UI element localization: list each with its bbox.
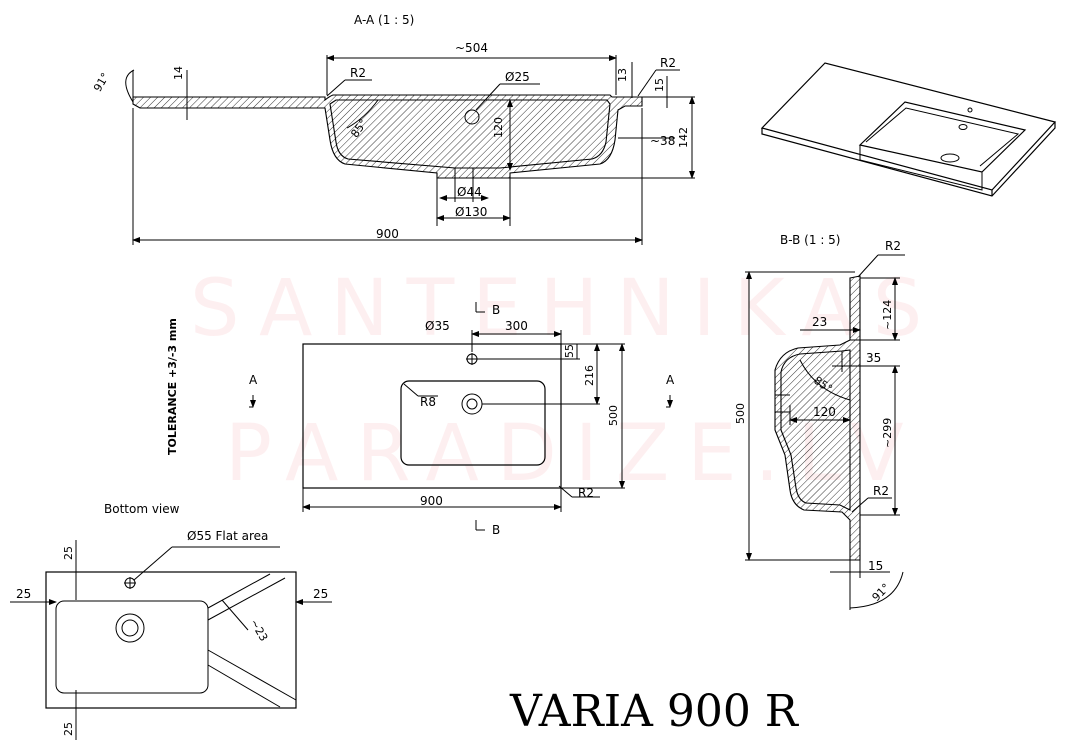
- dim-r2-top: R2: [578, 486, 594, 500]
- dim-15-bb: 15: [868, 559, 883, 573]
- dim-d44: Ø44: [457, 185, 482, 199]
- isometric-view: [760, 62, 1057, 197]
- section-aa: A-A (1 : 5) ~504 R2 Ø25 13 R2 15 14: [91, 13, 695, 245]
- dim-216: 216: [583, 365, 596, 386]
- dim-35-bb: 35: [866, 351, 881, 365]
- dim-r8: R8: [420, 395, 436, 409]
- dim-91-bb: 91°: [870, 581, 893, 604]
- bottom-view-basin: [55, 600, 209, 694]
- dim-r2-bb-top: R2: [885, 239, 901, 253]
- marker-b-bottom: B: [492, 523, 500, 537]
- dim-d25: Ø25: [505, 70, 530, 84]
- dim-d130: Ø130: [455, 205, 487, 219]
- dim-25-top: 25: [62, 546, 75, 560]
- bottom-view-drain-inner: [121, 619, 139, 637]
- overflow-hole: [464, 109, 480, 125]
- dim-r2-right: R2: [660, 56, 676, 70]
- dim-299: ~299: [881, 418, 894, 448]
- dim-23-bb: 23: [812, 315, 827, 329]
- dim-r2-left: R2: [350, 66, 366, 80]
- marker-a-left: A: [249, 373, 258, 387]
- dim-300: 300: [505, 319, 528, 333]
- section-aa-profile: [132, 94, 643, 179]
- dim-124: ~124: [881, 300, 894, 330]
- dim-504: ~504: [455, 41, 488, 55]
- section-bb-label: B-B (1 : 5): [780, 233, 841, 247]
- dim-120-aa: 120: [492, 117, 505, 138]
- dim-91-left: 91°: [91, 71, 112, 94]
- dim-15: 15: [653, 78, 666, 92]
- top-view-drain-inner: [466, 398, 478, 410]
- dim-r2-bb-bottom: R2: [873, 484, 889, 498]
- top-view-outline: [302, 343, 562, 489]
- bottom-view: Bottom view Ø55 Flat area 25 25 25 ~23 2…: [10, 502, 332, 740]
- section-bb: B-B (1 : 5) R2 ~124 23 35 85° 120 ~299: [734, 233, 905, 610]
- dim-23-bottom: ~23: [247, 617, 270, 644]
- dim-25-right: 25: [313, 587, 328, 601]
- dim-120-bb: 120: [813, 405, 836, 419]
- dim-14: 14: [172, 66, 185, 80]
- watermark-line1: SANTEHNIKAS: [190, 264, 940, 354]
- dim-38: ~38: [650, 134, 675, 148]
- bottom-view-outline: [45, 571, 297, 709]
- dim-500-bb: 500: [734, 403, 747, 424]
- product-title: VARIA 900 R: [509, 686, 800, 737]
- flat-area-note: Ø55 Flat area: [187, 529, 268, 543]
- bottom-view-label: Bottom view: [104, 502, 180, 516]
- marker-b-top: B: [492, 303, 500, 317]
- dim-25-left: 25: [16, 587, 31, 601]
- bottom-view-drain-outer: [115, 613, 145, 643]
- tolerance-note: TOLERANCE +3/-3 mm: [166, 318, 179, 455]
- dim-13: 13: [616, 68, 629, 82]
- dim-500-top: 500: [607, 405, 620, 426]
- dim-d35-top: Ø35: [425, 319, 450, 333]
- marker-a-right: A: [666, 373, 675, 387]
- section-aa-label: A-A (1 : 5): [354, 13, 414, 27]
- dim-55: 55: [563, 344, 576, 358]
- dim-900-aa: 900: [376, 227, 399, 241]
- top-view-basin: [400, 380, 546, 466]
- top-view: Ø35 300 B B 55 216 500 R8 R2 900 A: [166, 302, 675, 537]
- dim-900-top: 900: [420, 494, 443, 508]
- dim-25-bottom: 25: [62, 722, 75, 736]
- dim-142: 142: [677, 127, 690, 148]
